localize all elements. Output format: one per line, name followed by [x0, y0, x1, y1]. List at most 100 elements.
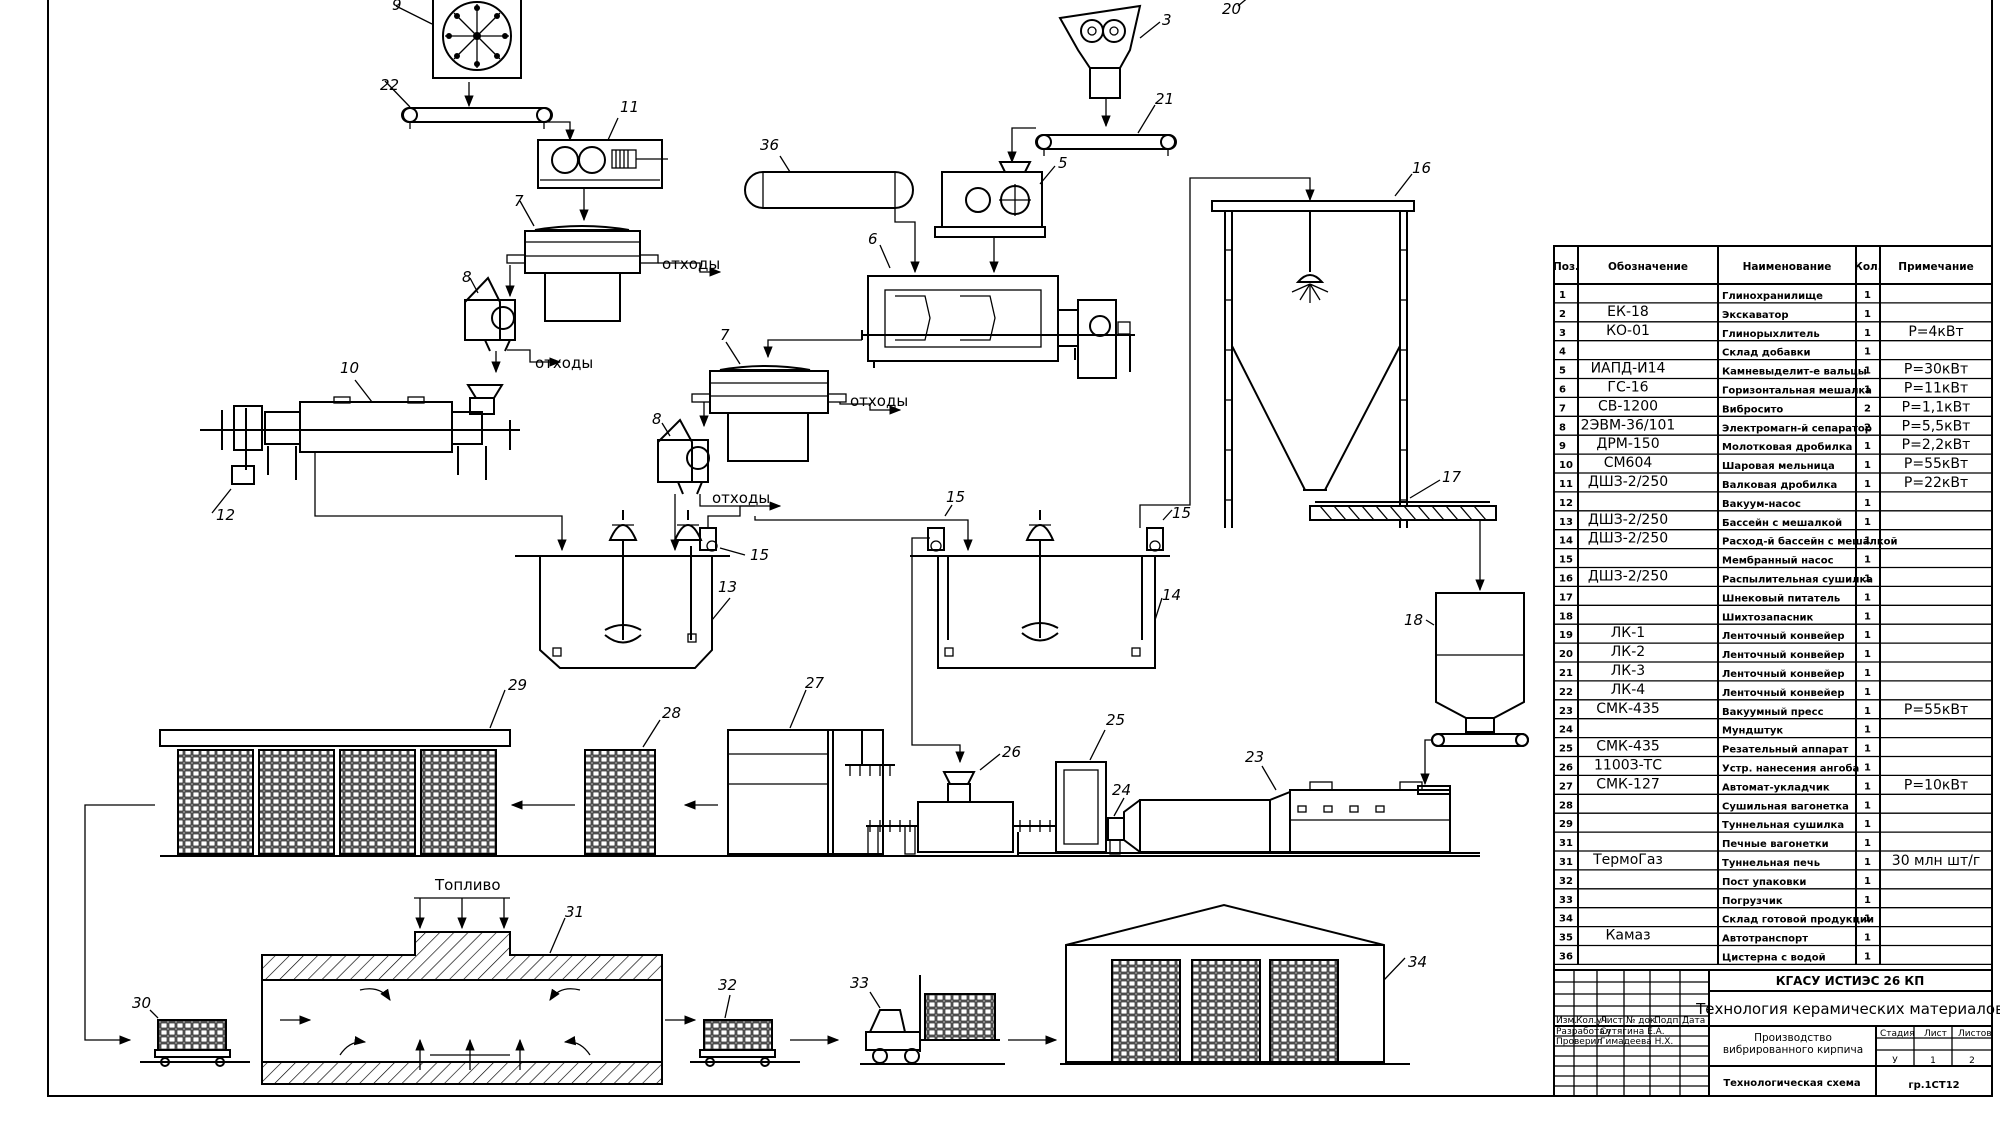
table-cell-name: Мундштук — [1722, 726, 1783, 737]
table-cell-code: Камаз — [1605, 928, 1650, 944]
table-cell-qty: 1 — [1864, 574, 1871, 585]
leader-label: 23 — [1245, 748, 1264, 766]
title-col-header: Подп. — [1654, 1016, 1681, 1026]
table-cell-name: Автомат-укладчик — [1722, 782, 1830, 793]
table-cell-qty: 1 — [1864, 687, 1871, 698]
title-col-header: № док. — [1626, 1016, 1658, 1026]
table-cell-pos: 33 — [1559, 895, 1573, 906]
title-col-header: Кол.уч — [1576, 1016, 1607, 1026]
title-col-header: Дата — [1682, 1016, 1705, 1026]
leader-label: 27 — [805, 674, 825, 692]
sheets-value: 2 — [1969, 1056, 1975, 1066]
table-cell-pos: 1 — [1559, 290, 1566, 301]
table-cell-qty: 1 — [1864, 441, 1871, 452]
waste-label: отходы — [535, 354, 593, 372]
table-cell-pos: 27 — [1559, 781, 1573, 792]
table-cell-qty: 2 — [1864, 422, 1871, 433]
table-cell-qty: 1 — [1864, 498, 1871, 509]
magnetic-separator-lower: отходы 8 — [652, 410, 782, 552]
table-cell-note: 30 млн шт/г — [1892, 853, 1980, 869]
table-cell-name: Склад добавки — [1722, 347, 1811, 359]
leader-label: 20 — [1222, 0, 1241, 18]
leader-label: 9 — [392, 0, 402, 14]
table-cell-pos: 13 — [1559, 517, 1573, 528]
table-cell-pos: 3 — [1559, 328, 1566, 339]
table-cell-note: Р=30кВт — [1904, 362, 1968, 378]
waste-label: отходы — [662, 255, 720, 273]
table-cell-note: Р=55кВт — [1904, 456, 1968, 472]
leader-label: 8 — [462, 268, 472, 286]
table-cell-name: Шаровая мельница — [1722, 461, 1835, 472]
table-cell-qty: 1 — [1864, 366, 1871, 377]
table-cell-qty: 1 — [1864, 781, 1871, 792]
table-cell-code: ЛК-3 — [1611, 663, 1645, 679]
table-cell-qty: 1 — [1864, 630, 1871, 641]
table-cell-code: ЕК-18 — [1607, 304, 1649, 320]
ball-mill: 12 10 — [200, 359, 520, 524]
clay-loosener: 3 — [1058, 4, 1172, 128]
leader-label: 30 — [132, 994, 151, 1012]
leader-label: 17 — [1442, 468, 1462, 486]
table-cell-name: Расход-й бассейн с мешалкой — [1722, 536, 1898, 548]
table-cell-pos: 34 — [1559, 914, 1573, 925]
table-cell-name: Ленточный конвейер — [1722, 650, 1845, 661]
vacuum-press: 23 — [1018, 748, 1480, 854]
fuel-label: Топливо — [434, 876, 501, 894]
kiln-cart: 30 — [132, 994, 250, 1067]
table-cell-qty: 1 — [1864, 290, 1871, 301]
leader-label: 13 — [718, 578, 737, 596]
table-cell-qty: 2 — [1864, 403, 1871, 414]
engobe-application-device: 26 — [917, 743, 1056, 856]
table-cell-pos: 20 — [1559, 649, 1573, 660]
table-cell-code: СМК-435 — [1596, 701, 1660, 717]
title-block: Изм. Кол.уч Лист № док. Подп. Дата Разра… — [1553, 969, 2000, 1097]
packing-post: 32 — [690, 976, 840, 1067]
leader-label: 12 — [216, 506, 235, 524]
project-title: Технология керамических материалов — [1695, 1000, 2000, 1018]
table-cell-qty: 1 — [1864, 555, 1871, 566]
table-cell-name: Молотковая дробилка — [1722, 441, 1852, 453]
table-cell-qty: 1 — [1864, 819, 1871, 830]
tunnel-dryer: 29 — [84, 676, 1480, 1045]
roll-crusher: 11 — [537, 98, 668, 222]
table-cell-name: Автотранспорт — [1722, 934, 1808, 945]
table-cell-qty: 1 — [1864, 857, 1871, 868]
table-cell-pos: 26 — [1559, 763, 1573, 774]
table-cell-name: Электромагн-й сепаратор — [1722, 423, 1872, 434]
table-cell-note: Р=5,5кВт — [1902, 418, 1971, 434]
table-cell-pos: 19 — [1559, 630, 1573, 641]
table-cell-qty: 1 — [1864, 838, 1871, 849]
table-cell-pos: 31 — [1559, 857, 1573, 868]
table-cell-note: Р=4кВт — [1908, 324, 1963, 340]
table-cell-qty: 1 — [1864, 649, 1871, 660]
table-cell-pos: 17 — [1559, 592, 1573, 603]
waste-label: отходы — [850, 392, 908, 410]
table-cell-pos: 21 — [1559, 668, 1573, 679]
leader-label: 32 — [718, 976, 737, 994]
leader-label: 26 — [1002, 743, 1021, 761]
title-role: Проверил — [1556, 1037, 1602, 1047]
table-cell-qty: 1 — [1864, 952, 1871, 963]
vibrating-sieve-lower: отходы 7 — [691, 326, 908, 462]
table-cell-qty: 1 — [1864, 668, 1871, 679]
title-person: Сутягина Е.А. — [1600, 1027, 1665, 1037]
table-cell-name: Ленточный конвейер — [1722, 688, 1845, 699]
table-cell-name: Бассейн с мешалкой — [1722, 518, 1842, 529]
table-cell-code: СМ604 — [1604, 455, 1653, 471]
belt-conveyor-22: 22 — [380, 76, 575, 142]
table-cell-pos: 8 — [1559, 422, 1566, 433]
magnetic-separator-upper: отходы 8 — [462, 265, 593, 374]
table-cell-pos: 28 — [1559, 800, 1573, 811]
table-cell-name: Цистерна с водой — [1722, 953, 1826, 964]
table-cell-pos: 11 — [1559, 479, 1573, 490]
document-code: КГАСУ ИСТИЭС 26 КП — [1776, 974, 1925, 988]
table-cell-qty: 1 — [1864, 744, 1871, 755]
table-header: Наименование — [1743, 261, 1832, 273]
table-cell-qty: 1 — [1864, 725, 1871, 736]
title-role: Разработал — [1556, 1027, 1611, 1037]
table-cell-pos: 2 — [1559, 309, 1566, 320]
leader-label: 11 — [620, 98, 639, 116]
table-cell-qty: 1 — [1864, 800, 1871, 811]
sheets-header: Листов — [1958, 1029, 1992, 1039]
tunnel-kiln: Топливо 31 — [261, 876, 697, 1085]
